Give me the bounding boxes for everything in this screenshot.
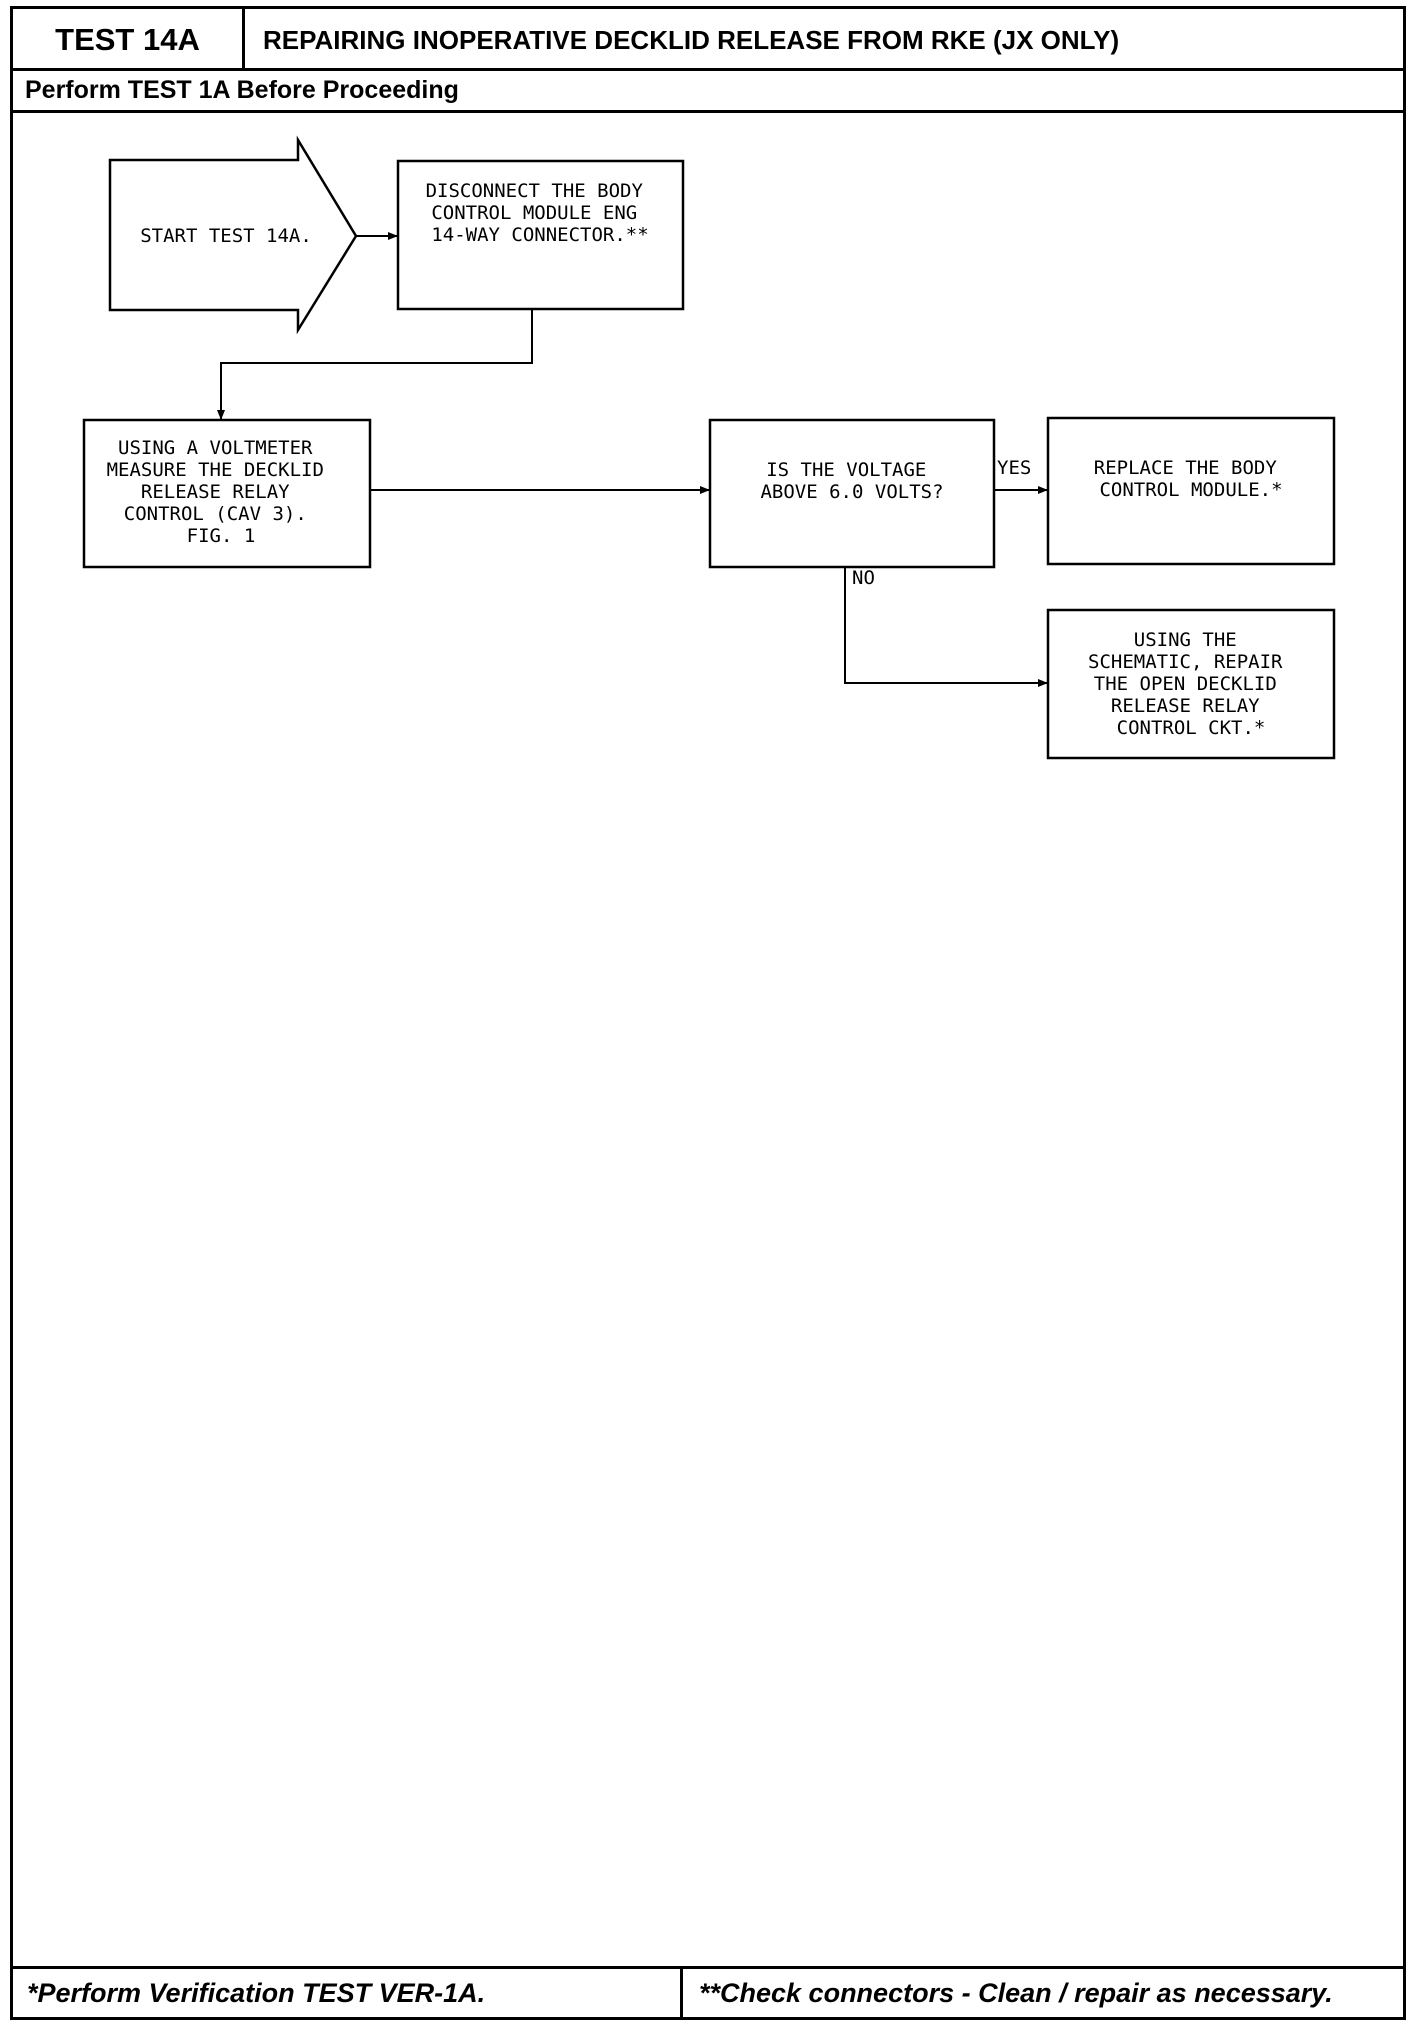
connector-disconnect-to-measure bbox=[217, 309, 533, 420]
disconnect-node bbox=[396, 159, 685, 311]
measure-node bbox=[82, 418, 372, 569]
replace-module-text: REPLACE THE BODY CONTROL MODULE.* bbox=[1094, 457, 1288, 501]
no-label: NO bbox=[852, 567, 875, 589]
connector-no bbox=[844, 567, 1048, 687]
replace-module-node bbox=[1046, 416, 1336, 566]
start-node bbox=[108, 135, 358, 335]
voltage-question-text: IS THE VOLTAGE ABOVE 6.0 VOLTS? bbox=[760, 459, 943, 503]
repair-circuit-node bbox=[1046, 608, 1336, 760]
test-page: TEST 14A REPAIRING INOPERATIVE DECKLID R… bbox=[10, 6, 1406, 2020]
yes-label: YES bbox=[997, 457, 1031, 479]
measure-node-text: USING A VOLTMETER MEASURE THE DECKLID RE… bbox=[107, 437, 336, 547]
start-node-text: START TEST 14A. bbox=[140, 225, 312, 247]
verification-note: *Perform Verification TEST VER-1A. bbox=[13, 1969, 683, 2017]
disconnect-node-text: DISCONNECT THE BODY CONTROL MODULE ENG 1… bbox=[426, 180, 655, 246]
prerequisite-note: Perform TEST 1A Before Proceeding bbox=[13, 71, 1403, 113]
repair-circuit-text: USING THE SCHEMATIC, REPAIR THE OPEN DEC… bbox=[1088, 629, 1294, 739]
footer: *Perform Verification TEST VER-1A. **Che… bbox=[13, 1966, 1403, 2017]
connector-note: **Check connectors - Clean / repair as n… bbox=[699, 1977, 1333, 2008]
header-row: TEST 14A REPAIRING INOPERATIVE DECKLID R… bbox=[13, 9, 1403, 71]
page-title: REPAIRING INOPERATIVE DECKLID RELEASE FR… bbox=[263, 24, 1120, 55]
test-id: TEST 14A bbox=[13, 9, 245, 71]
voltage-question-node bbox=[708, 418, 996, 569]
